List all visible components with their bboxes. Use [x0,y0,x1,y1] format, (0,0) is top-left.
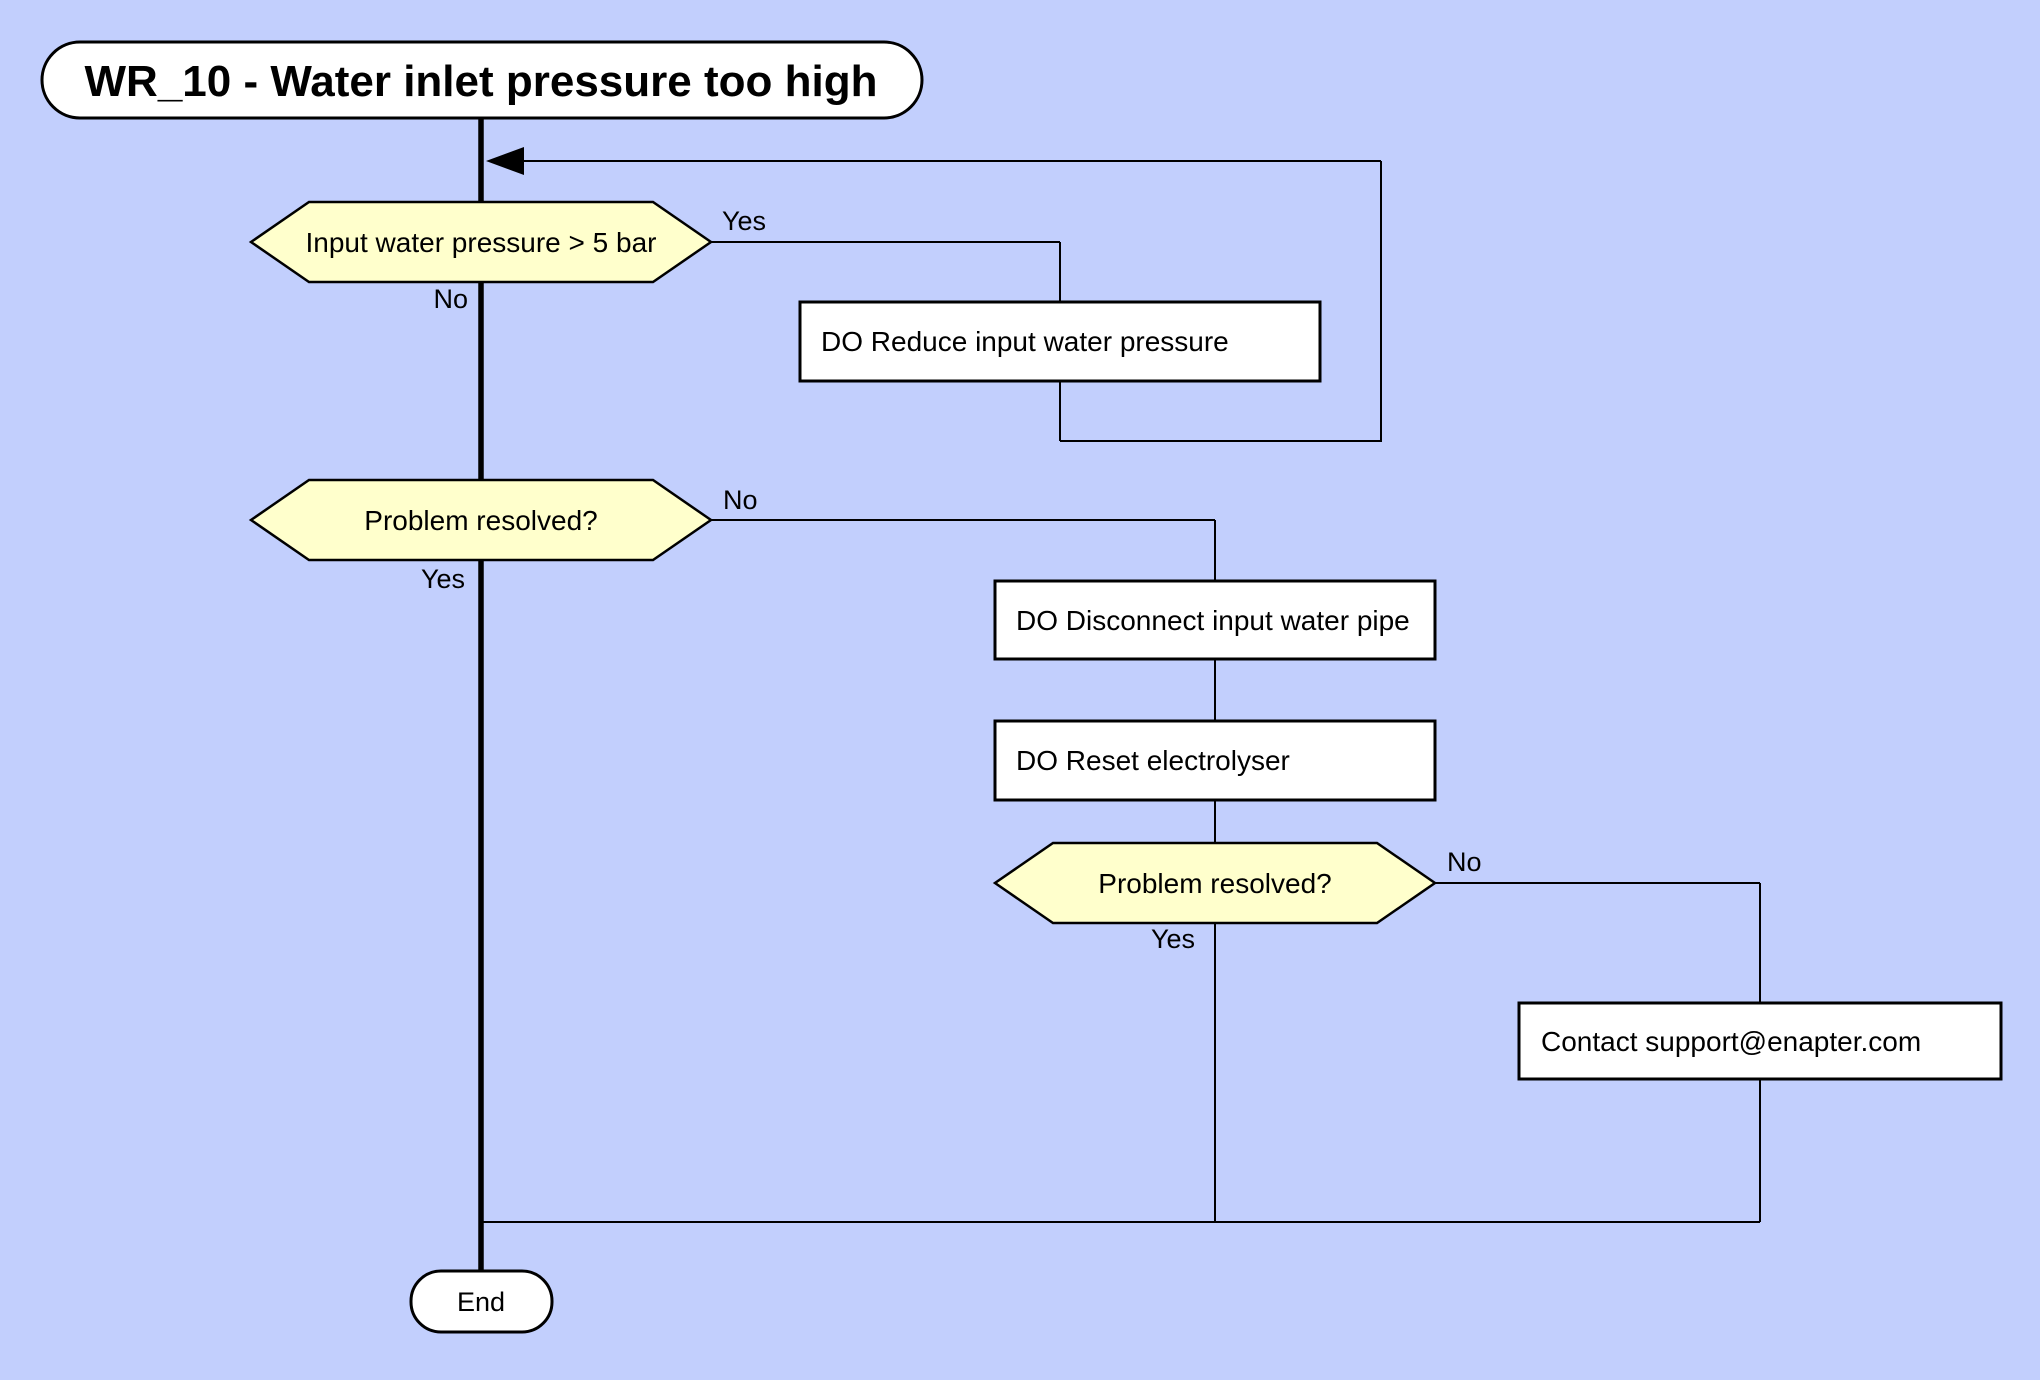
process-disconnect-pipe-label: DO Disconnect input water pipe [1016,605,1410,636]
title-node [40,40,924,120]
decision-problem-resolved-1 [248,478,714,562]
process-reduce-pressure [798,300,1322,383]
branch-label-yes-3: Yes [1151,924,1195,954]
branch-label-no-3: No [1447,847,1482,877]
process-disconnect-pipe [993,579,1437,661]
decision-problem-resolved-1-label: Problem resolved? [364,505,597,536]
process-reset-electrolyser-label: DO Reset electrolyser [1016,745,1290,776]
process-reset-electrolyser [993,719,1437,802]
decision-problem-resolved-2 [992,841,1438,925]
end-label: End [457,1287,505,1317]
branch-label-no-1: No [433,284,468,314]
process-contact-support [1517,1001,2003,1081]
process-contact-support-label: Contact support@enapter.com [1541,1026,1921,1057]
title-label: WR_10 - Water inlet pressure too high [85,57,878,106]
branch-label-yes-1: Yes [722,206,766,236]
decision-input-pressure-label: Input water pressure > 5 bar [306,227,657,258]
process-reduce-pressure-label: DO Reduce input water pressure [821,326,1229,357]
decision-problem-resolved-2-label: Problem resolved? [1098,868,1331,899]
branch-label-yes-2: Yes [421,564,465,594]
branch-label-no-2: No [723,485,758,515]
decision-input-pressure [248,200,714,284]
loop-arrowhead-icon [486,147,524,175]
end-node [409,1269,554,1334]
